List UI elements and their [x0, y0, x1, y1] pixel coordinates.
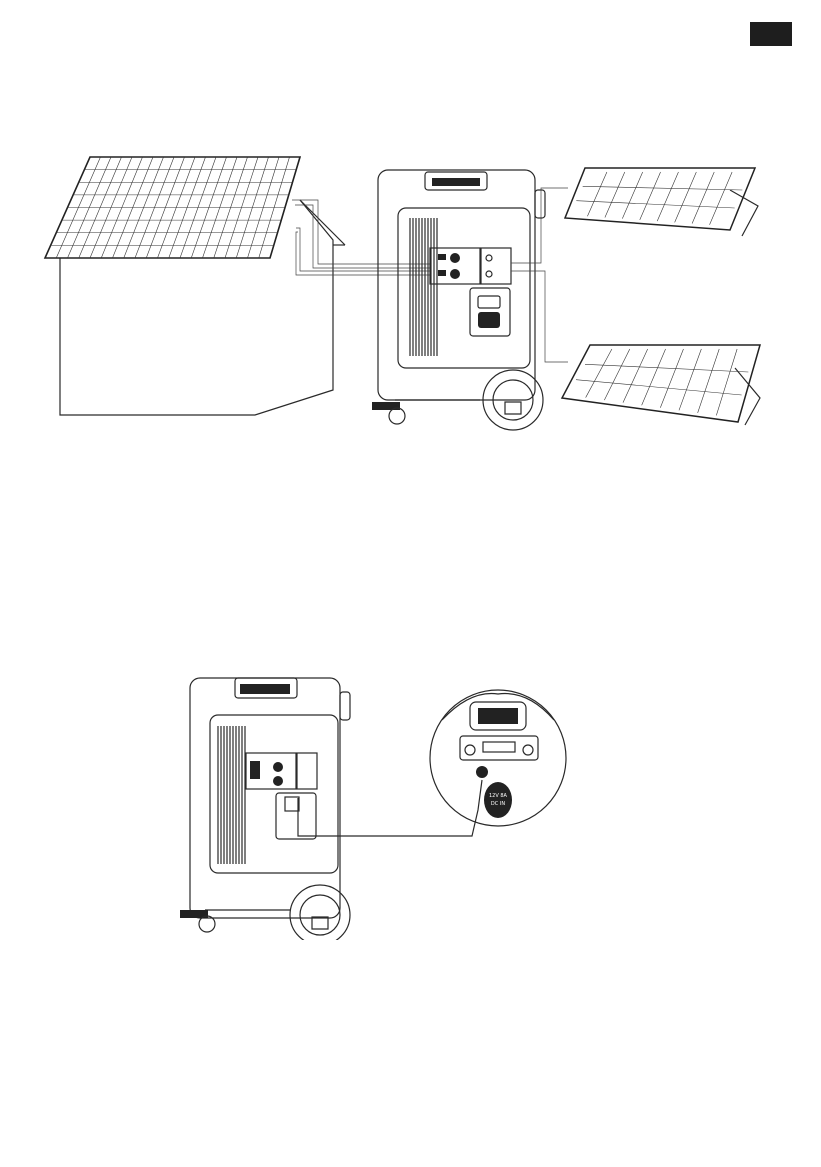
portable-solar-panel-bottom: [562, 345, 760, 425]
portable-solar-panel-top: [565, 168, 758, 236]
solar-charging-illustration: [0, 140, 821, 440]
car-socket-zoom: 12V 8A DC IN: [430, 690, 566, 826]
car-charging-cable: [298, 780, 482, 836]
socket-label-top: 12V 8A: [489, 793, 508, 799]
page-section-tab: [750, 22, 792, 46]
vent-grille: [218, 726, 245, 864]
roof-solar-panel: [45, 157, 300, 258]
power-station-car: [180, 678, 350, 940]
socket-label-bottom: DC IN: [491, 801, 505, 807]
car-charging-illustration: 12V 8A DC IN: [0, 660, 821, 940]
house-cables: [292, 200, 430, 275]
portable-panel-cables: [511, 188, 568, 362]
vent-grille: [410, 218, 437, 356]
house-with-roof-solar: [45, 157, 345, 415]
power-station: [372, 170, 545, 430]
